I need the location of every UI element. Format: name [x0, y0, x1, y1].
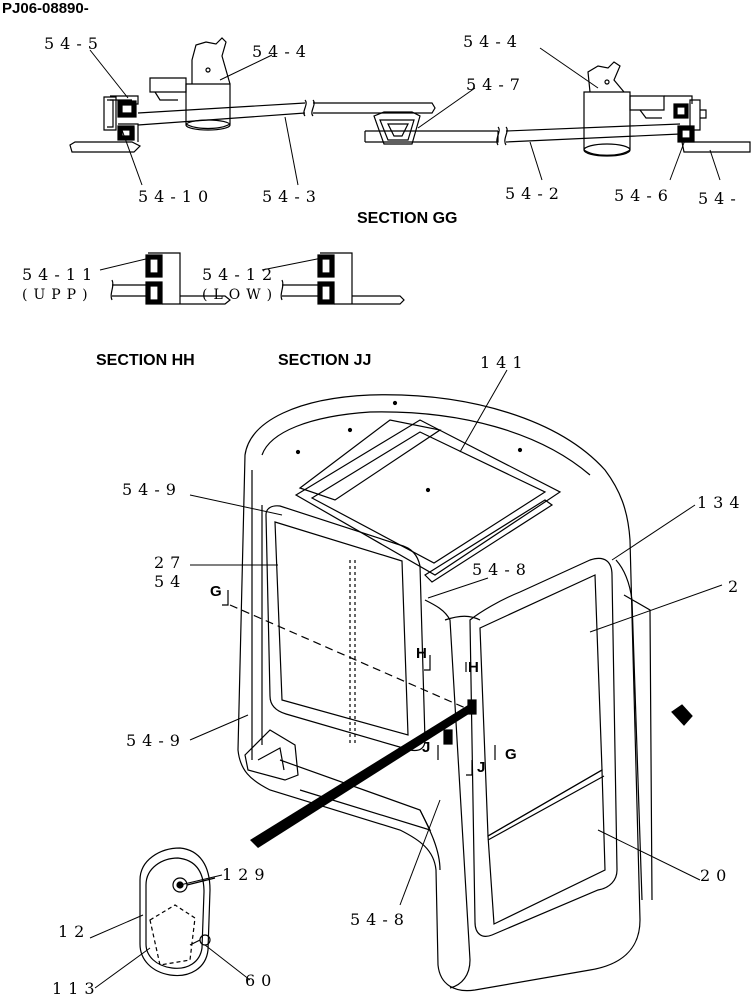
callout-113: 113	[52, 979, 101, 998]
direction-arrow	[671, 704, 693, 726]
cab-drawing	[229, 394, 693, 992]
section-hh-jj-drawing	[110, 252, 405, 305]
callout-129: 129	[222, 865, 271, 884]
latch-54-4-right	[583, 61, 665, 157]
callout-54-4-left: 54-4	[252, 42, 312, 61]
callout-labels: 54-5 54-4 54-4 54-7 54-10 54-3 54-2 54-6…	[22, 32, 746, 998]
callout-20: 20	[700, 866, 732, 885]
section-jj-title: SECTION JJ	[278, 352, 372, 369]
leader-lines	[89, 47, 723, 989]
callout-54-12: 54-12	[202, 265, 278, 284]
marker-g-right: G	[505, 746, 517, 763]
callout-54-8-upper: 54-8	[472, 560, 532, 579]
section-gg-drawing	[69, 37, 751, 157]
marker-g-left: G	[210, 583, 222, 600]
roof-panel-141	[294, 400, 562, 583]
callout-12: 12	[58, 922, 90, 941]
section-hh-title: SECTION HH	[96, 352, 195, 369]
marker-h-right: H	[468, 659, 479, 676]
mirror-pointer-wedge	[250, 705, 472, 848]
marker-j-left: J	[422, 739, 430, 756]
callout-54-3: 54-3	[262, 187, 322, 206]
callout-54-6: 54-6	[614, 186, 674, 205]
callout-54-5-top: 54-5	[44, 34, 104, 53]
left-window-27	[265, 505, 426, 752]
mirror-housing-12	[139, 847, 211, 977]
callout-60: 60	[245, 971, 277, 990]
latch-54-4-left	[149, 37, 231, 131]
left-bottom-lip	[69, 141, 142, 153]
callout-54-cut: 54-	[698, 189, 742, 208]
callout-54-7: 54-7	[466, 75, 526, 94]
callout-134: 134	[697, 493, 746, 512]
callout-54-8-lower: 54-8	[350, 910, 410, 929]
callout-2: 2	[728, 577, 744, 596]
callout-54-11-upp: (UPP)	[22, 287, 94, 303]
mirror-assembly	[139, 847, 216, 977]
right-door-2	[469, 557, 618, 937]
callout-54-12-low: (LOW)	[202, 287, 278, 303]
glass-panel-54-3	[137, 102, 306, 126]
center-joint-54-7	[373, 111, 421, 145]
callout-54-9-lower: 54-9	[126, 731, 186, 750]
section-marker-ticks	[222, 590, 496, 776]
callout-141: 141	[480, 353, 529, 372]
callout-54: 54	[154, 572, 186, 591]
marker-j-right: J	[477, 759, 485, 776]
marker-h-left: H	[416, 645, 427, 662]
section-markers: G H H J J G	[210, 583, 517, 776]
callout-27: 27	[154, 553, 186, 572]
callout-54-11: 54-11	[22, 265, 98, 284]
right-bottom-lip	[681, 141, 751, 153]
cab-outer-shell	[237, 394, 641, 992]
right-frame-profile	[689, 99, 701, 131]
left-frame-profile	[103, 96, 117, 131]
document-id: PJ06-08890-	[2, 0, 89, 17]
callout-54-4-right: 54-4	[463, 32, 523, 51]
mount-bracket	[244, 729, 299, 781]
callout-54-2: 54-2	[505, 184, 565, 203]
callout-54-9-top: 54-9	[122, 480, 182, 499]
callout-54-10: 54-10	[138, 187, 214, 206]
section-gg-title: SECTION GG	[357, 210, 458, 227]
